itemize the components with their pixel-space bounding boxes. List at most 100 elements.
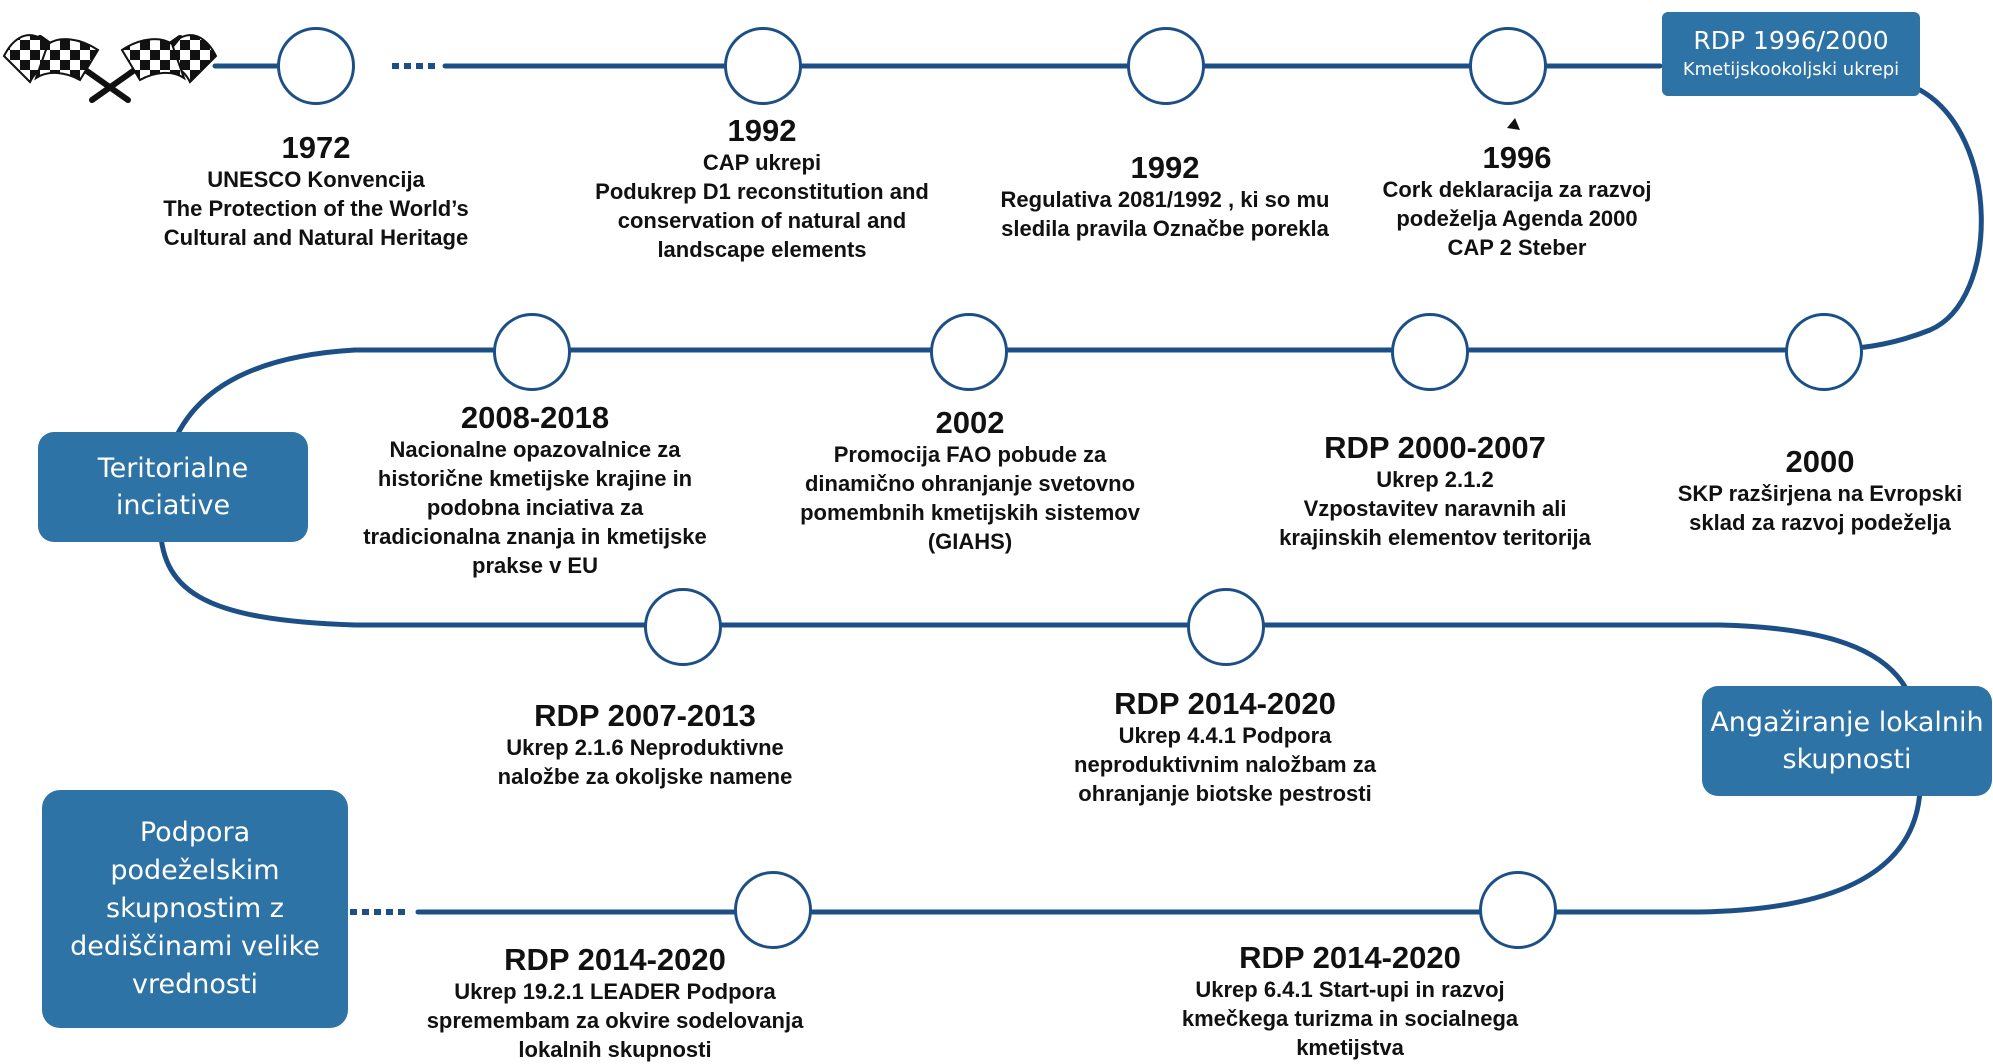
- dot: [428, 63, 435, 69]
- milestone-node-rdp2014c: [1479, 871, 1557, 949]
- milestone-line: conservation of natural and: [617, 208, 907, 233]
- milestone-title: 2002: [935, 405, 1005, 440]
- milestone-line: SKP razširjena na Evropski: [1677, 481, 1963, 506]
- milestone-line: Regulativa 2081/1992 , ki so mu: [1000, 187, 1330, 212]
- milestone-line: Vzpostavitev naravnih ali: [1303, 496, 1567, 521]
- milestone-line: neproduktivnim naložbam za: [1074, 752, 1376, 777]
- milestone-title: RDP 2000-2007: [1324, 430, 1546, 465]
- box-podpora: Podpora podeželskim skupnostim z dedišči…: [42, 790, 348, 1028]
- dot: [350, 909, 357, 915]
- milestone-title: 1992: [727, 113, 797, 148]
- arrow-marker-icon: [1507, 118, 1520, 130]
- checkered-flags-icon: [2, 34, 218, 103]
- box-podpora-line: vrednosti: [131, 969, 259, 1000]
- milestone-line: The Protection of the World’s: [163, 196, 469, 221]
- milestone-line: kmetijstva: [1296, 1035, 1404, 1060]
- milestone-title: RDP 2007-2013: [534, 698, 756, 733]
- dot: [416, 63, 423, 69]
- milestone-line: prakse v EU: [472, 553, 598, 578]
- milestone-line: CAP ukrepi: [702, 150, 822, 175]
- milestone-line: CAP 2 Steber: [1447, 235, 1587, 260]
- milestone-line: Ukrep 4.4.1 Podpora: [1118, 723, 1332, 748]
- box-angaziranje-line: skupnosti: [1782, 744, 1912, 775]
- milestone-line: Ukrep 2.1.2: [1376, 467, 1494, 492]
- milestone-line: Cultural and Natural Heritage: [163, 225, 469, 250]
- milestone-node-1972: [277, 27, 355, 105]
- box-podpora-line: podeželskim: [110, 855, 280, 886]
- box-podpora-line: skupnostim z: [106, 893, 284, 924]
- milestone-node-rdp2014b: [734, 871, 812, 949]
- milestone-node-1992-cap: [724, 27, 802, 105]
- dot: [398, 909, 405, 915]
- milestone-line: Ukrep 6.4.1 Start-upi in razvoj: [1195, 977, 1505, 1002]
- milestone-node-2000: [1785, 313, 1863, 391]
- milestone-node-2008: [493, 313, 571, 391]
- milestone-line: podobna inciativa za: [426, 495, 644, 520]
- milestone-rdp-2000-2007: RDP 2000-2007 Ukrep 2.1.2 Vzpostavitev n…: [1250, 430, 1620, 552]
- milestone-1972: 1972 UNESCO Konvencija The Protection of…: [126, 130, 506, 252]
- milestone-line: Cork deklaracija za razvoj: [1382, 177, 1652, 202]
- box-teritorialne-line: Teritorialne: [97, 453, 249, 484]
- milestone-line: naložbe za okoljske namene: [497, 764, 793, 789]
- milestone-title: RDP 2014-2020: [1239, 940, 1461, 975]
- box-podpora-line: Podpora: [139, 817, 251, 848]
- milestone-title: 1992: [1130, 150, 1200, 185]
- milestone-node-2002: [930, 313, 1008, 391]
- box-angaziranje: Angažiranje lokalnih skupnosti: [1702, 686, 1992, 796]
- milestone-node-rdp2000: [1391, 313, 1469, 391]
- milestone-rdp-2014-2020-a: RDP 2014-2020 Ukrep 4.4.1 Podpora neprod…: [1040, 686, 1410, 808]
- milestone-2000: 2000 SKP razširjena na Evropski sklad za…: [1650, 444, 1990, 537]
- milestone-line: sledila pravila Označbe porekla: [1001, 216, 1329, 241]
- milestone-title: 2008-2018: [460, 400, 610, 435]
- box-angaziranje-line: Angažiranje lokalnih: [1710, 707, 1984, 738]
- box-rdp-1996-subtitle: Kmetijskookoljski ukrepi: [1682, 59, 1900, 80]
- milestone-2002: 2002 Promocija FAO pobude za dinamično o…: [775, 405, 1165, 556]
- milestone-node-rdp2007: [644, 588, 722, 666]
- milestone-line: kmečkega turizma in socialnega: [1181, 1006, 1519, 1031]
- milestone-title: 1972: [281, 130, 351, 165]
- box-rdp-1996: RDP 1996/2000 Kmetijskookoljski ukrepi: [1662, 12, 1920, 96]
- milestone-line: Promocija FAO pobude za: [833, 442, 1107, 467]
- box-teritorialne: Teritorialne inciative: [38, 432, 308, 542]
- milestone-node-1992-reg: [1127, 27, 1205, 105]
- milestone-line: krajinskih elementov teritorija: [1279, 525, 1591, 550]
- dot: [392, 63, 399, 69]
- milestone-title: 1996: [1482, 140, 1552, 175]
- milestone-line: ohranjanje biotske pestrosti: [1078, 781, 1372, 806]
- milestone-title: RDP 2014-2020: [504, 942, 726, 977]
- milestone-line: UNESCO Konvencija: [207, 167, 425, 192]
- milestone-line: Ukrep 19.2.1 LEADER Podpora: [454, 979, 776, 1004]
- milestone-rdp-2014-2020-b: RDP 2014-2020 Ukrep 19.2.1 LEADER Podpor…: [395, 942, 835, 1064]
- milestone-1996: 1996 Cork deklaracija za razvoj podeželj…: [1352, 140, 1682, 262]
- milestone-node-rdp2014a: [1187, 588, 1265, 666]
- milestone-line: Podukrep D1 reconstitution and: [595, 179, 929, 204]
- milestone-1992-cap: 1992 CAP ukrepi Podukrep D1 reconstituti…: [552, 113, 972, 264]
- milestone-title: RDP 2014-2020: [1114, 686, 1336, 721]
- milestone-line: (GIAHS): [927, 529, 1013, 554]
- milestone-line: tradicionalna znanja in kmetijske: [363, 524, 707, 549]
- dot: [386, 909, 393, 915]
- box-podpora-line: dediščinami velike: [70, 931, 320, 962]
- milestone-line: historične kmetijske krajine in: [377, 466, 693, 491]
- box-rdp-1996-title: RDP 1996/2000: [1693, 26, 1889, 55]
- milestone-line: dinamično ohranjanje svetovno: [804, 471, 1136, 496]
- milestone-line: pomembnih kmetijskih sistemov: [800, 500, 1140, 525]
- milestone-line: landscape elements: [657, 237, 867, 262]
- milestone-node-1996: [1469, 27, 1547, 105]
- milestone-line: lokalnih skupnosti: [518, 1037, 712, 1062]
- track-curve: [1797, 87, 1984, 353]
- box-teritorialne-line: inciative: [115, 490, 231, 521]
- milestone-rdp-2007-2013: RDP 2007-2013 Ukrep 2.1.6 Neproduktivne …: [460, 698, 830, 791]
- dot: [362, 909, 369, 915]
- milestone-line: Nacionalne opazovalnice za: [389, 437, 681, 462]
- milestone-1992-reg: 1992 Regulativa 2081/1992 , ki so mu sle…: [960, 150, 1370, 243]
- dot: [404, 63, 411, 69]
- milestone-2008-2018: 2008-2018 Nacionalne opazovalnice za his…: [335, 400, 735, 580]
- milestone-title: 2000: [1785, 444, 1855, 479]
- milestone-rdp-2014-2020-c: RDP 2014-2020 Ukrep 6.4.1 Start-upi in r…: [1140, 940, 1560, 1062]
- milestone-line: podeželja Agenda 2000: [1396, 206, 1638, 231]
- dot: [374, 909, 381, 915]
- milestone-line: Ukrep 2.1.6 Neproduktivne: [506, 735, 784, 760]
- milestone-line: sklad za razvoj podeželja: [1689, 510, 1951, 535]
